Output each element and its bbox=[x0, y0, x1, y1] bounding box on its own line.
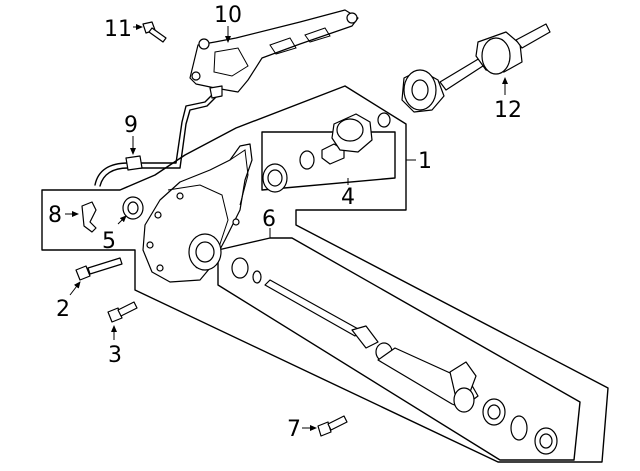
arrow-2 bbox=[69, 281, 81, 296]
callout-9: 9 bbox=[124, 113, 138, 138]
callout-12: 12 bbox=[494, 98, 522, 123]
callout-4: 4 bbox=[341, 185, 355, 210]
bolt-part-3 bbox=[107, 301, 138, 323]
callout-1: 1 bbox=[418, 149, 432, 174]
callout-2: 2 bbox=[56, 297, 70, 322]
callout-8: 8 bbox=[48, 203, 62, 228]
bracket-part-10 bbox=[189, 9, 359, 93]
callout-11: 11 bbox=[104, 17, 132, 42]
assembly-1-outline bbox=[41, 85, 609, 463]
differential-housing bbox=[142, 143, 253, 283]
axle-tube-part-6 bbox=[231, 257, 558, 455]
half-shaft-part-12 bbox=[401, 23, 551, 113]
flange-part-4 bbox=[262, 112, 391, 193]
group-6-outline bbox=[217, 237, 581, 461]
clip-part-8 bbox=[81, 201, 97, 233]
seal-part-5 bbox=[122, 196, 144, 220]
callout-6: 6 bbox=[262, 207, 276, 232]
callout-7: 7 bbox=[287, 417, 301, 442]
bolt-part-11 bbox=[142, 21, 167, 43]
bolt-part-2 bbox=[75, 257, 123, 281]
arrow-5 bbox=[117, 215, 127, 225]
callout-10: 10 bbox=[214, 3, 242, 28]
bolt-part-7 bbox=[317, 415, 348, 437]
callout-5: 5 bbox=[102, 229, 116, 254]
vent-hose-part-9 bbox=[94, 85, 223, 187]
callout-3: 3 bbox=[108, 343, 122, 368]
